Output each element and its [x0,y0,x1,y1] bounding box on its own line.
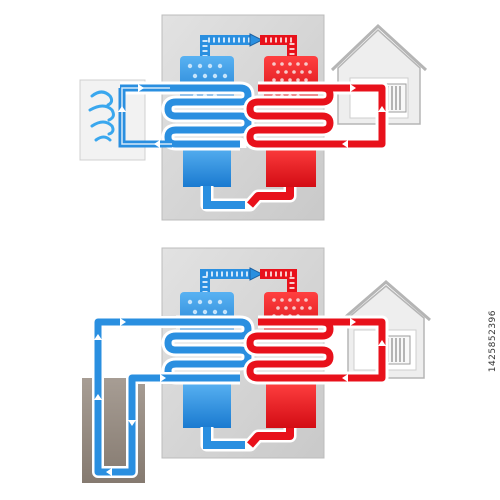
evaporator-coil [161,315,255,385]
evaporator-reservoir [183,382,231,428]
expansion-pipe-cold [203,186,245,209]
stock-id-watermark: 1425852396 [488,310,498,373]
expansion-pipe-cold [203,427,245,449]
condenser-reservoir [266,382,316,428]
cold-top-pipe [200,35,250,62]
hot-top-pipe [265,35,297,62]
cold-top-pipe [200,269,250,298]
condenser-reservoir [266,145,316,187]
condenser-coil [243,81,389,151]
air-source-heat-pump [79,14,428,221]
condenser-coil [243,315,389,385]
evaporator-coil [120,81,255,151]
expansion-pipe-hot [247,186,294,208]
ground-loop-pipe [92,316,176,478]
compressor-valve-icon [249,33,265,47]
ground-source-heat-pump [82,247,431,483]
wind-swirl-icon [88,90,115,142]
expansion-pipe-hot [247,427,294,448]
evaporator-reservoir [183,145,231,187]
compressor-valve-icon [249,267,265,281]
flow-arrow-icon [94,318,386,476]
flow-arrow-icon [118,84,386,148]
air-loop-pipe-outline [121,87,172,145]
hot-top-pipe [265,269,297,298]
